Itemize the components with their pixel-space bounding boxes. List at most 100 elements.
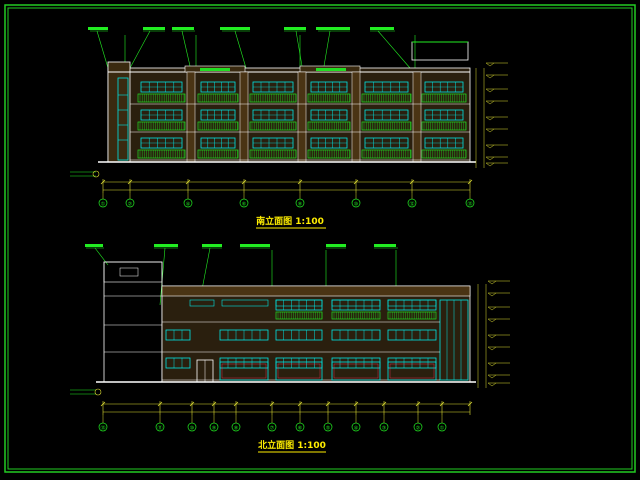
level-marker: [485, 144, 508, 149]
axis-bubble: ③: [379, 415, 389, 432]
south-window: [140, 109, 183, 121]
axis-bubble: ⑥: [239, 193, 249, 208]
south-railing: [361, 93, 412, 103]
level-marker: [485, 162, 508, 167]
axis-bubble: ⑬: [98, 415, 108, 432]
svg-text:①: ①: [440, 426, 445, 432]
south-railing: [421, 121, 467, 131]
north-window: [275, 361, 323, 381]
south-window: [200, 137, 236, 149]
south-window: [310, 81, 348, 93]
level-marker: [487, 374, 510, 379]
level-marker: [487, 382, 510, 387]
south-window: [252, 109, 294, 121]
north-window: [219, 361, 269, 381]
south-window: [200, 109, 236, 121]
axis-bubble: ④: [351, 415, 361, 432]
axis-bubble: ⑧: [231, 415, 241, 432]
north-railing: [387, 311, 437, 320]
level-marker: [487, 334, 510, 339]
south-railing: [137, 93, 186, 103]
svg-text:⑬: ⑬: [467, 201, 472, 208]
south-railing: [249, 121, 297, 131]
north-window: [275, 299, 323, 307]
south-railing: [307, 121, 351, 131]
axis-bubble: ⑤: [323, 415, 333, 432]
north-window: [387, 299, 437, 307]
svg-text:④: ④: [186, 202, 191, 208]
drawing-border-inner: [7, 7, 633, 470]
svg-text:⑩: ⑩: [354, 202, 359, 208]
drawing-border-outer: [4, 4, 636, 473]
svg-text:⑥: ⑥: [242, 202, 247, 208]
south-window: [310, 137, 348, 149]
south-railing: [307, 93, 351, 103]
south-window: [252, 81, 294, 93]
level-marker: [487, 318, 510, 323]
north-railing: [331, 311, 381, 320]
svg-text:⑥: ⑥: [298, 426, 303, 432]
svg-text:⑬: ⑬: [100, 425, 105, 432]
south-window: [364, 109, 409, 121]
south-window: [364, 137, 409, 149]
south-window: [424, 137, 464, 149]
south-railing: [197, 121, 239, 131]
south-window: [424, 109, 464, 121]
level-marker: [487, 362, 510, 367]
axis-bubble: ⑩: [187, 415, 197, 432]
south-railing: [249, 93, 297, 103]
level-marker: [485, 88, 508, 93]
north-window: [165, 329, 191, 341]
axis-bubble: ④: [183, 193, 193, 208]
axis-bubble: ⑬: [465, 193, 475, 208]
south-railing: [249, 149, 297, 159]
north-window: [189, 299, 215, 307]
north-window: [275, 329, 323, 341]
south-elevation-title: 南立面图 1:100: [256, 215, 324, 227]
south-window: [252, 137, 294, 149]
north-window: [387, 361, 437, 381]
north-railing: [275, 311, 323, 320]
svg-text:④: ④: [354, 426, 359, 432]
axis-bubble: ②: [125, 193, 135, 208]
level-marker: [485, 100, 508, 105]
svg-text:⑧: ⑧: [298, 202, 303, 208]
level-marker: [485, 128, 508, 133]
south-railing: [307, 149, 351, 159]
svg-text:⑧: ⑧: [234, 426, 239, 432]
svg-text:③: ③: [382, 426, 386, 432]
axis-bubble: ⑪: [155, 415, 165, 432]
axis-bubble: ②: [413, 415, 423, 432]
svg-text:①: ①: [101, 202, 106, 208]
svg-text:②: ②: [416, 426, 421, 432]
level-marker: [485, 156, 508, 161]
level-marker: [487, 306, 510, 311]
axis-bubble: ⑨: [209, 415, 219, 432]
south-railing: [137, 121, 186, 131]
axis-bubble: ①: [98, 193, 108, 208]
north-window: [219, 329, 269, 341]
south-window: [310, 109, 348, 121]
svg-text:⑤: ⑤: [326, 426, 330, 432]
north-elevation-title: 北立面图 1:100: [258, 439, 326, 451]
south-railing: [361, 121, 412, 131]
south-window: [200, 81, 236, 93]
south-railing: [421, 149, 467, 159]
level-marker: [485, 74, 508, 79]
svg-text:②: ②: [128, 202, 133, 208]
south-window: [424, 81, 464, 93]
axis-bubble: ⑩: [351, 193, 361, 208]
south-railing: [197, 149, 239, 159]
north-window: [331, 299, 381, 307]
north-window: [331, 361, 381, 381]
north-window: [331, 329, 381, 341]
level-marker: [485, 62, 508, 67]
svg-text:⑩: ⑩: [190, 426, 195, 432]
south-window: [140, 137, 183, 149]
south-railing: [197, 93, 239, 103]
south-railing: [137, 149, 186, 159]
south-window: [364, 81, 409, 93]
